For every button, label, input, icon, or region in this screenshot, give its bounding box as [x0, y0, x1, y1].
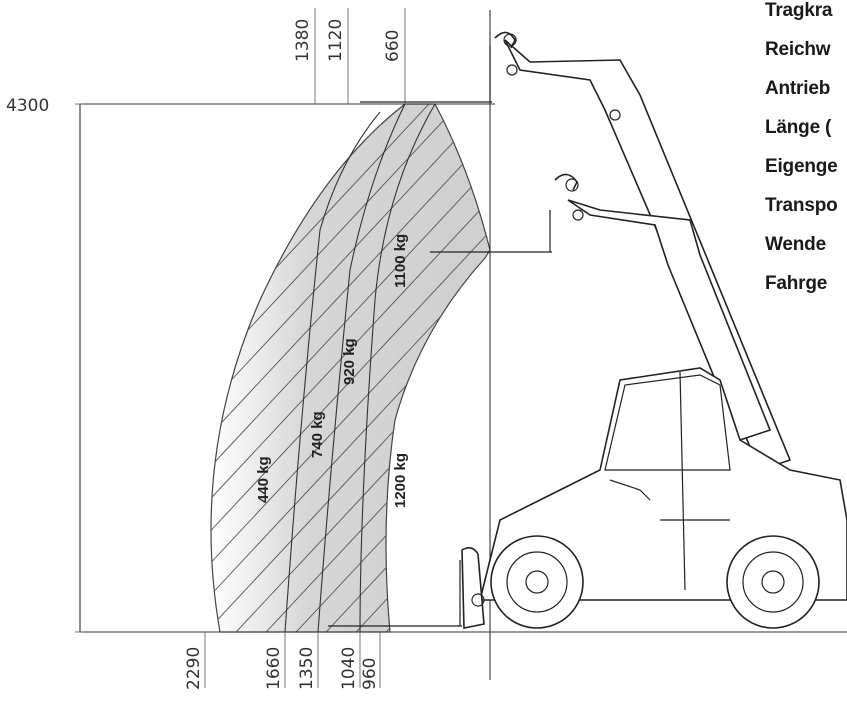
spec-line: Tragkra [765, 0, 833, 21]
front-wheel [490, 535, 584, 629]
hatch-line [0, 60, 170, 660]
spec-line: Fahrge [765, 273, 827, 294]
hatch-line [211, 104, 490, 632]
hatch-line [211, 104, 490, 632]
top-dim-label: 1380 [293, 19, 313, 62]
load-zone-label: 1100 kg [392, 234, 409, 288]
telehandler-body [461, 367, 847, 629]
spec-line: Transpo [765, 195, 838, 216]
bottom-dim-label: 960 [360, 658, 380, 690]
boom-middle [554, 173, 772, 441]
spec-line: Antrieb [765, 78, 830, 99]
load-zone-label: 740 kg [309, 411, 326, 458]
hatch-line [0, 60, 140, 660]
hatch-line [0, 60, 80, 660]
spec-line: Wende [765, 234, 826, 255]
bottom-dim-label: 1350 [297, 647, 317, 690]
hatch-line [211, 104, 490, 632]
hatch-line [239, 104, 490, 632]
bottom-dim-label: 1040 [339, 647, 359, 690]
rear-wheel [726, 535, 820, 629]
height-label: 4300 [6, 96, 49, 116]
zone-boundary-1100 [359, 103, 436, 633]
fork-bottom [328, 560, 462, 627]
bottom-dim-label: 1660 [264, 647, 284, 690]
top-dim-label: 660 [383, 30, 403, 62]
hatch-line [269, 104, 490, 632]
load-zone-label: 920 kg [341, 338, 358, 385]
fork-middle [430, 210, 552, 253]
spec-line: Länge ( [765, 117, 832, 138]
hatch-line [0, 60, 20, 660]
hatch-line [211, 104, 490, 632]
zone-boundary-920 [317, 103, 406, 633]
hatch-line [211, 104, 471, 632]
hatch-line [0, 60, 110, 660]
bottom-dim-label: 2290 [184, 647, 204, 690]
spec-list: Tragkra Reichw Antrieb Länge ( Eigenge T… [765, 0, 838, 294]
zone-boundary-740 [284, 111, 381, 633]
hatch-line [211, 104, 490, 632]
spec-line: Reichw [765, 39, 831, 60]
hatch-line [211, 104, 231, 632]
load-zone-label: 1200 kg [392, 453, 409, 508]
hatch-line [211, 104, 490, 632]
top-dim-label: 1120 [326, 19, 346, 62]
load-zone-label: 440 kg [255, 456, 272, 503]
hatch-line [0, 60, 50, 660]
fork-top [360, 45, 492, 103]
spec-line: Eigenge [765, 156, 838, 177]
hatch-line [0, 60, 200, 660]
